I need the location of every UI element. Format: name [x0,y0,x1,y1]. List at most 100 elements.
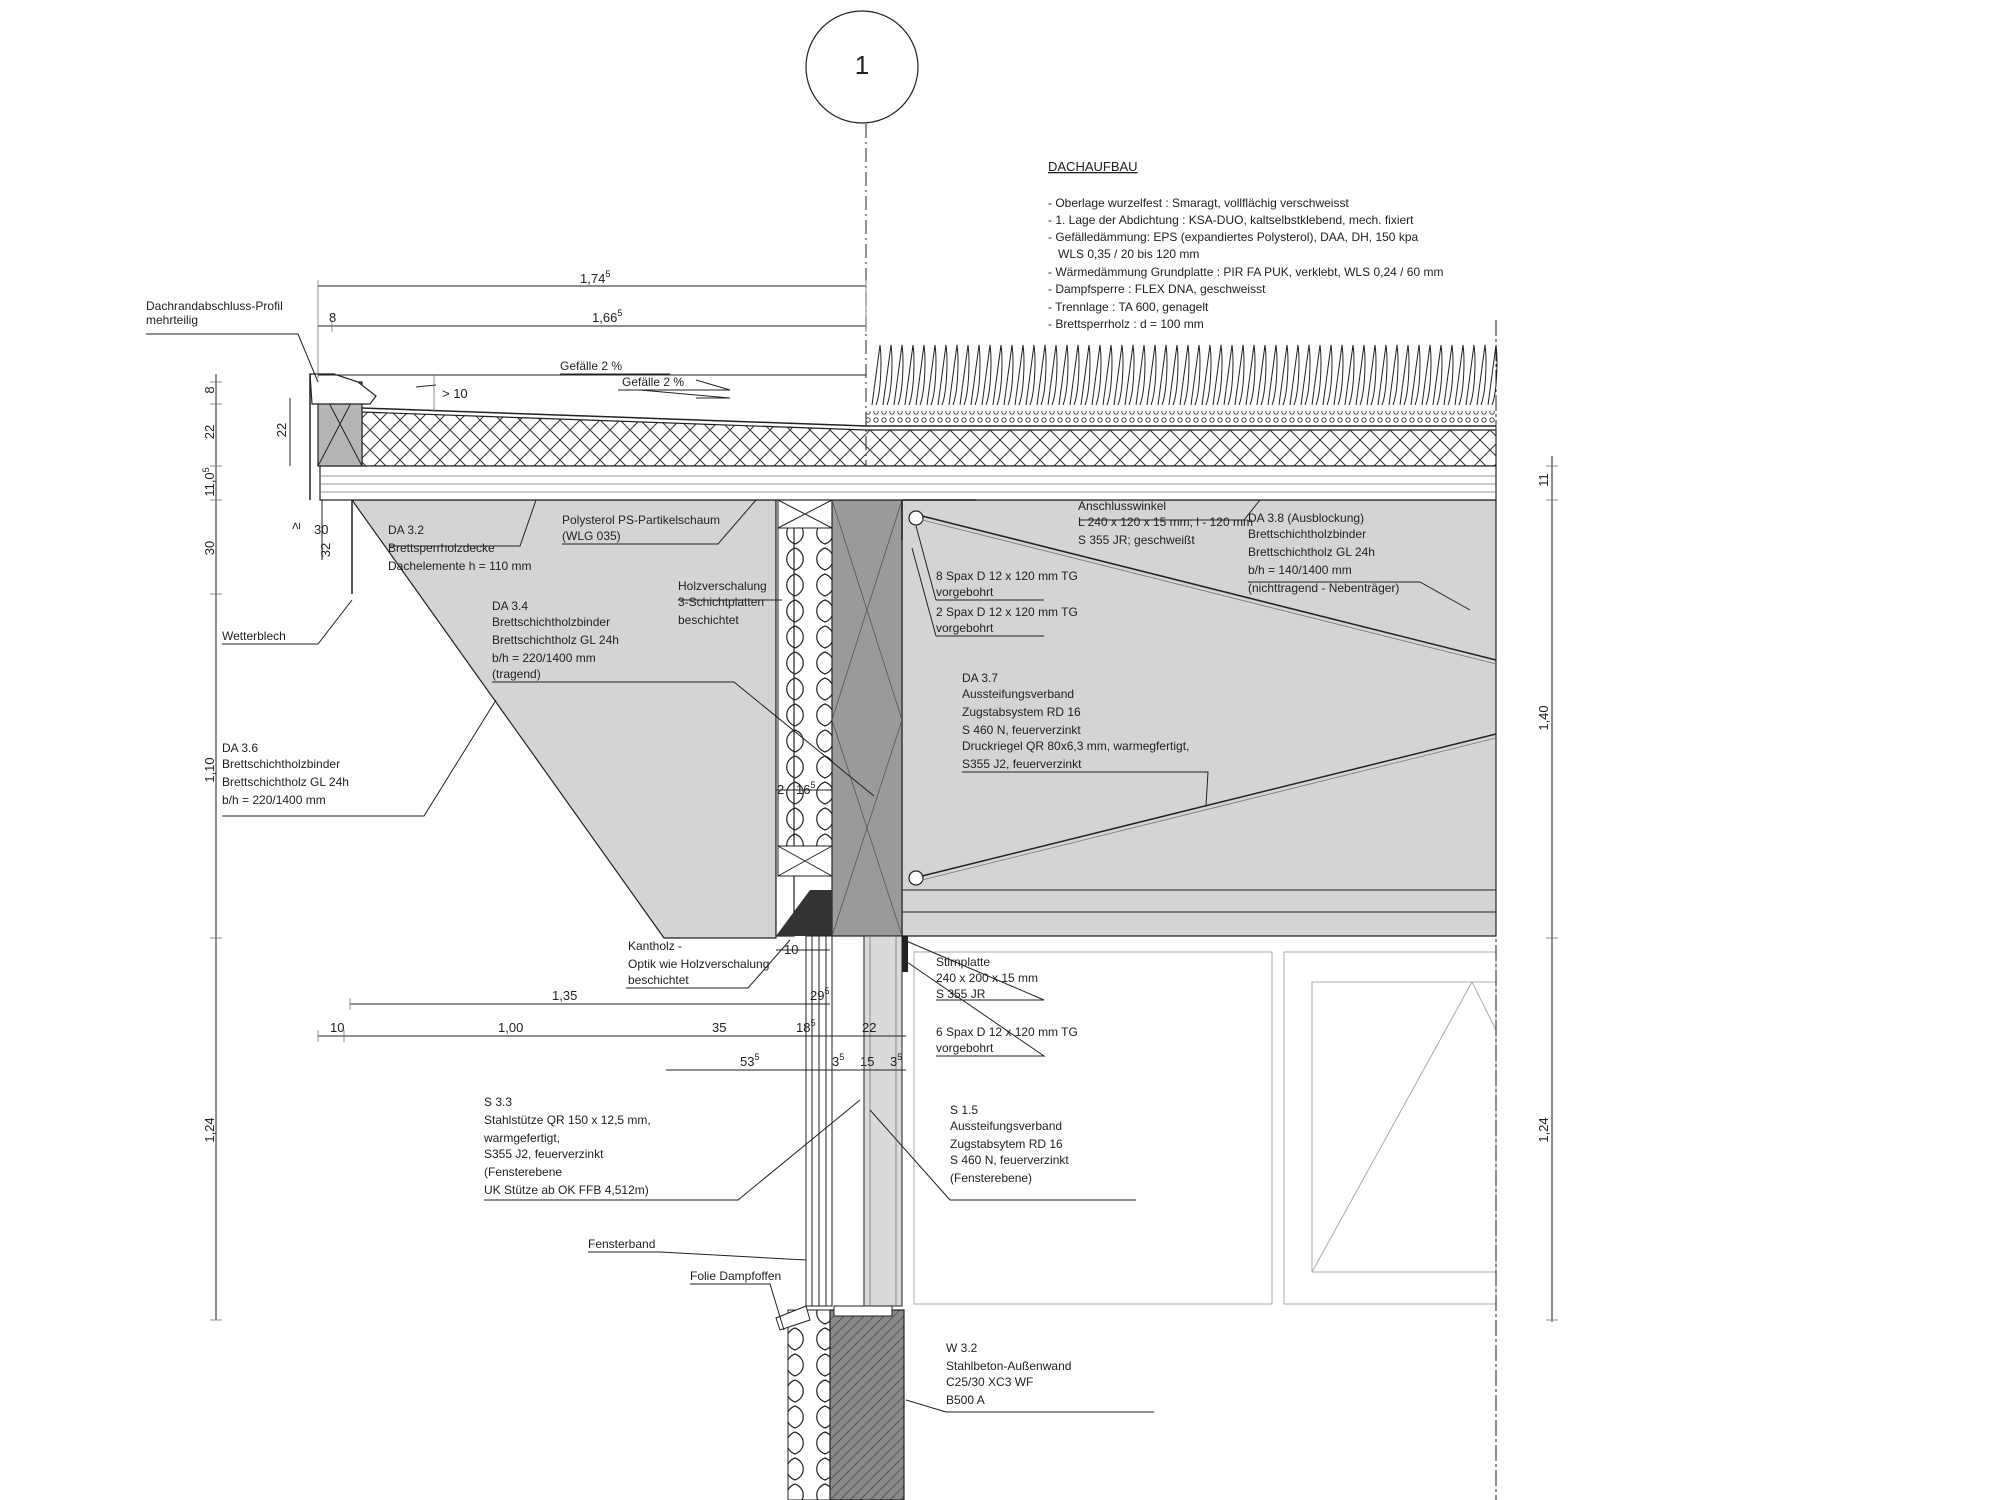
roof-build-up-legend: DACHAUFBAU - Oberlage wurzelfest : Smara… [1048,159,1443,331]
clt-deck [319,465,1497,501]
tension-rod [921,519,1497,665]
label-spax2: vorgebohrt [936,621,994,635]
label-s33: UK Stütze ab OK FFB 4,512m) [484,1183,649,1197]
dim-left-30b: 30 [314,522,328,537]
dimensions-bottom: 2 165 10 1,35 295 10 1,00 35 185 22 535 … [317,780,906,1071]
compression-strut [921,737,1497,881]
leader [903,959,1046,1057]
roof-layers [309,344,1498,594]
label-kantholz: Kantholz - [628,939,682,953]
tension-rod [921,515,1497,661]
window-sash [1311,981,1497,1273]
dim-29: 295 [810,986,829,1003]
label-w32: B500 A [946,1393,985,1407]
label-da37: S 460 N, feuerverzinkt [962,723,1081,737]
batten-cross [777,499,833,529]
slope-label: Gefälle 2 % [622,375,684,389]
dim-16: 165 [796,780,815,797]
dim-left-11: 11,05 [201,467,217,496]
label-da38: Brettschichtholzbinder [1248,527,1366,541]
leader [690,1283,785,1331]
leader [492,681,875,797]
roof-build-up-line: WLS 0,35 / 20 bis 120 mm [1048,247,1199,261]
label-da38: (nichttragend - Nebenträger) [1248,581,1399,595]
dim-left-110: 1,10 [202,757,217,782]
label-da38: DA 3.8 (Ausblockung) [1248,511,1364,525]
dim-left-gt: ≥ [288,522,303,529]
label-da34: DA 3.4 [492,599,528,613]
leader [626,939,791,989]
label-da37: Druckriegel QR 80x6,3 mm, warmegfertigt, [962,739,1189,753]
label-s33: S355 J2, feuerverzinkt [484,1147,604,1161]
leader-lines [146,333,1471,1413]
label-da37: S355 J2, feuerverzinkt [962,757,1082,771]
label-w32: Stahlbeton-Außenwand [946,1359,1071,1373]
leader [915,525,1044,601]
kantholz-fill [776,890,832,936]
glulam-beams [350,499,1497,939]
slope-label: Gefälle 2 % [560,359,622,373]
label-da38: Brettschichtholz GL 24h [1248,545,1375,559]
dim-22: 22 [862,1020,876,1035]
roof-build-up-line: - Brettsperrholz : d = 100 mm [1048,317,1204,331]
bracing-joint [908,870,924,886]
label-da36: Brettschichtholz GL 24h [222,775,349,789]
label-stirnplatte: S 355 JR [936,987,986,1001]
leader [222,599,353,645]
label-da32: Brettsperrholzdecke [388,541,495,555]
dim-left-124: 1,24 [202,1117,217,1142]
label-da36: b/h = 220/1400 mm [222,793,326,807]
leader [146,333,319,383]
dim-left-32: 32 [318,543,333,557]
column-diag [831,499,903,721]
label-kantholz: beschichtet [628,973,689,987]
label-stirnplatte: 240 x 200 x 15 mm [936,971,1038,985]
leader [903,939,1045,1001]
label-kantholz: Optik wie Holzverschalung [628,957,769,971]
dimensions-left: 8 22 22 11,05 30 30 ≥ 32 1,10 1,24 [201,374,333,1321]
label-da34: b/h = 220/1400 mm [492,651,596,665]
annotations: Dachrandabschluss-Profil mehrteilig DA 3… [146,299,1399,1407]
roof-build-up-line: - 1. Lage der Abdichtung : KSA-DUO, kalt… [1048,213,1414,227]
label-s15: Zugstabsytem RD 16 [950,1137,1063,1151]
dim-right-11: 11 [1536,473,1551,487]
steel-connections [901,499,1497,972]
label-w32: C25/30 XC3 WF [946,1375,1033,1389]
label-spax2: 2 Spax D 12 x 120 mm TG [936,605,1078,619]
dim-8: 8 [329,310,336,325]
roof-build-up-line: - Wärmedämmung Grundplatte : PIR FA PUK,… [1048,265,1443,279]
dim-100: 1,00 [498,1020,523,1035]
label-w32: W 3.2 [946,1341,978,1355]
leader [484,1099,861,1201]
column-core [831,499,903,937]
axis-label: 1 [855,50,869,80]
label-holzverschalung: Holzverschalung [678,579,767,593]
roof-build-up-line: - Gefälledämmung: EPS (expandiertes Poly… [1048,230,1418,244]
column-diag [831,719,903,937]
label-da36: DA 3.6 [222,741,258,755]
wall-insulation [787,1309,831,1500]
label-s15: S 460 N, feuerverzinkt [950,1153,1069,1167]
axis-circle [805,10,919,124]
slope-arrow [560,373,731,391]
dim-3b: 35 [890,1052,902,1069]
leader [222,699,497,817]
dim-166: 1,665 [592,308,622,325]
dim-18: 185 [796,1018,815,1035]
label-da37: DA 3.7 [962,671,998,685]
batten-cross [777,845,833,877]
leader [562,499,757,545]
label-s33: warmgefertigt, [483,1131,560,1145]
label-wetterblech: Wetterblech [222,629,286,643]
leader [1080,499,1261,521]
label-da34: Brettschichtholzbinder [492,615,610,629]
window-frame [1283,951,1497,1305]
label-s33: (Fensterebene [484,1165,562,1179]
window-elevation [913,320,1497,1500]
label-da32: Dachelemente h = 110 mm [388,559,532,573]
roof-build-up-line: - Trennlage : TA 600, genagelt [1048,300,1209,314]
leader [962,771,1209,807]
bracing-joint [908,510,924,526]
label-spax6: 6 Spax D 12 x 120 mm TG [936,1025,1078,1039]
